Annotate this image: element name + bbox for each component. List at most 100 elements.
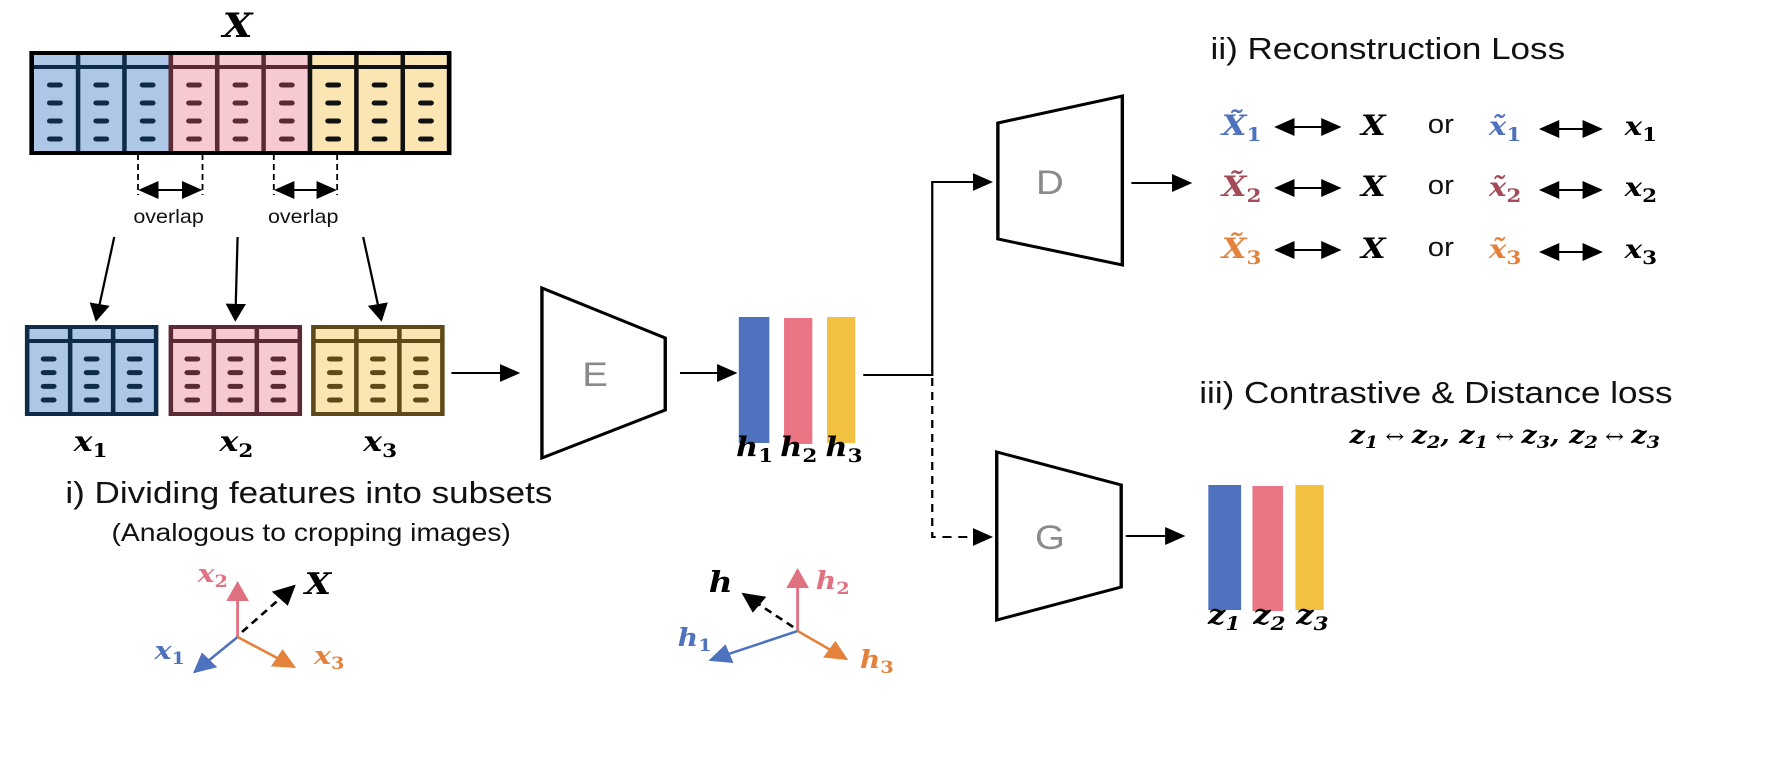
decoder-label: D xyxy=(1036,163,1064,201)
pair-token: z xyxy=(1568,421,1585,449)
table-cell-dash xyxy=(126,370,143,376)
table-cell-dash xyxy=(278,118,295,124)
pair-token: , xyxy=(1549,421,1569,449)
section-ii-title: ii) Reconstruction Loss xyxy=(1211,32,1566,67)
full-table-x: X xyxy=(29,5,452,155)
split-arrows xyxy=(89,236,388,322)
table-cell-dash xyxy=(126,383,143,389)
table-cell-dash xyxy=(184,397,201,403)
split-arrow-x1 xyxy=(89,236,116,322)
table-cell-dash xyxy=(227,356,244,362)
h1-bar xyxy=(738,317,770,443)
x-vector-diagram: x2 x1 x3 X xyxy=(154,560,345,674)
pair-token: 3 xyxy=(1647,433,1660,453)
table-cell-dash xyxy=(93,100,110,106)
table-cell-dash xyxy=(325,118,342,124)
target-subset-label: x3 xyxy=(1624,234,1658,269)
subset-table-x2 xyxy=(168,325,303,416)
table-cell-dash xyxy=(227,383,244,389)
table-cell-dash xyxy=(418,82,434,88)
table-cell-dash xyxy=(371,136,388,142)
h3-vector xyxy=(796,629,849,661)
table-cell-dash xyxy=(270,356,287,362)
section-contrastive-loss: iii) Contrastive & Distance loss z1 ↔ z2… xyxy=(1199,376,1672,453)
table-cell-dash xyxy=(412,383,429,389)
table-cell-dash xyxy=(418,118,434,124)
table-cell-dash xyxy=(232,82,249,88)
target-subset-label: x2 xyxy=(1624,172,1658,207)
h-vector-diagram: h h2 h1 h3 xyxy=(678,566,894,678)
pair-token: z xyxy=(1458,421,1475,449)
h-vector-label: h xyxy=(709,566,733,600)
connector-to-decoder xyxy=(863,173,994,376)
connector-to-projector xyxy=(931,378,994,546)
reconstructed-full-label: X̃3 xyxy=(1220,232,1262,268)
table-cell-dash xyxy=(126,397,143,403)
table-cell-dash xyxy=(46,100,63,106)
subset-label-x3: x3 xyxy=(362,426,397,462)
table-cell-dash xyxy=(371,118,388,124)
h2-label: h2 xyxy=(780,431,817,467)
h1-vector-label: h1 xyxy=(678,624,712,656)
pair-token: 1 xyxy=(1475,433,1488,453)
h1-vector xyxy=(708,629,799,664)
split-arrow-x2 xyxy=(225,236,246,322)
table-cell-dash xyxy=(325,100,342,106)
z-embeddings: z1 z2 z3 xyxy=(1207,485,1329,635)
table-cell-dash xyxy=(93,118,110,124)
section-dividing-features: i) Dividing features into subsets (Analo… xyxy=(65,476,552,547)
table-cell-dash xyxy=(139,118,156,124)
full-table-grid xyxy=(29,51,452,155)
pair-token: z xyxy=(1348,421,1365,449)
or-label: or xyxy=(1428,171,1454,200)
table-cell-dash xyxy=(326,356,343,362)
table-cell-dash xyxy=(83,397,100,403)
table-cell-dash xyxy=(369,397,386,403)
table-cell-dash xyxy=(278,100,295,106)
pair-token: 2 xyxy=(1583,433,1597,453)
z3-bar xyxy=(1295,485,1324,610)
projector-trapezoid xyxy=(995,449,1123,623)
table-cell-dash xyxy=(326,370,343,376)
table-cell-dash xyxy=(93,82,110,88)
table-cell-dash xyxy=(369,356,386,362)
overlap-markers: overlap overlap xyxy=(133,154,338,228)
table-cell-dash xyxy=(184,356,201,362)
pair-token: 3 xyxy=(1537,433,1550,453)
pair-token: 1 xyxy=(1365,433,1378,453)
table-cell-dash xyxy=(326,397,343,403)
table-cell-dash xyxy=(93,136,110,142)
full-table-outline xyxy=(29,51,452,155)
bidirectional-arrow-symbol: ↔ xyxy=(1488,425,1521,448)
x2-vector-label: x2 xyxy=(197,560,228,592)
pair-token: 2 xyxy=(1426,433,1440,453)
table-cell-dash xyxy=(83,356,100,362)
z2-bar xyxy=(1252,486,1283,611)
X-vector-label: X xyxy=(303,566,333,602)
bidirectional-arrow-symbol: ↔ xyxy=(1378,425,1411,448)
table-cell-dash xyxy=(270,383,287,389)
table-cell-dash xyxy=(232,100,249,106)
table-cell-dash xyxy=(326,383,343,389)
table-cell-dash xyxy=(40,356,57,362)
or-label: or xyxy=(1428,110,1454,139)
pair-token: z xyxy=(1411,421,1428,449)
section-iii-title: iii) Contrastive & Distance loss xyxy=(1199,376,1672,411)
table-cell-dash xyxy=(270,370,287,376)
section-i-title: i) Dividing features into subsets xyxy=(65,476,552,511)
table-cell-dash xyxy=(186,100,202,106)
table-cell-dash xyxy=(40,383,57,389)
or-label: or xyxy=(1428,233,1454,262)
h-vector xyxy=(741,592,794,628)
z2-label: z2 xyxy=(1252,599,1285,635)
table-cell-dash xyxy=(227,397,244,403)
full-table-block-yellow xyxy=(307,51,452,155)
table-cell-dash xyxy=(40,397,57,403)
h2-vector-label: h2 xyxy=(816,567,850,599)
subset-tables xyxy=(24,325,445,416)
decoder-module: D xyxy=(996,94,1125,267)
